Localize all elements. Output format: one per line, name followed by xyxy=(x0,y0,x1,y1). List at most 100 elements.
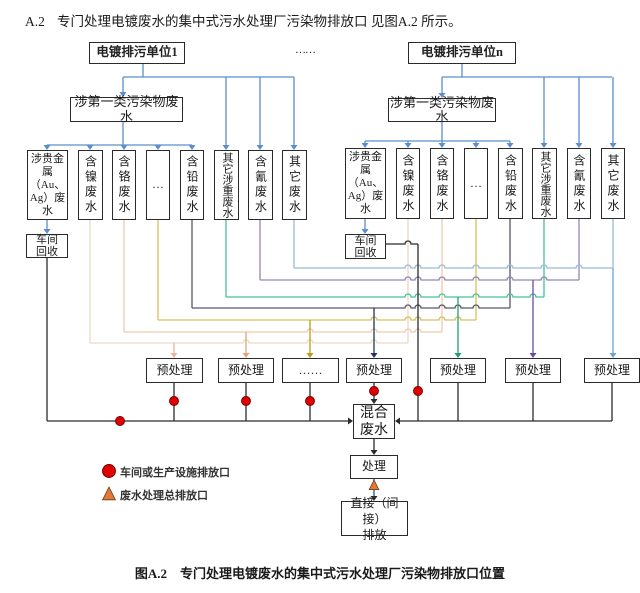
stream-to-pretreatment-lead-arrowhead xyxy=(370,353,378,358)
pretreatment-box-nickel: 预处理 xyxy=(146,358,203,383)
legend-label-workshop-outlet: 车间或生产设施排放口 xyxy=(120,467,230,479)
total-outlet-marker xyxy=(368,479,380,491)
stream-label-lead: 含铅废水 xyxy=(503,153,518,214)
stream-label-more: … xyxy=(470,175,482,190)
distribution-arrow-arrowhead xyxy=(404,143,412,148)
stream-box-nickel-right: 含镍废水 xyxy=(396,148,420,219)
stream-line-nickel-collector xyxy=(90,339,408,344)
stream-label-other-heavy: 其它涉重废水 xyxy=(539,150,551,217)
label-line: 属 xyxy=(41,165,53,178)
feed-to-category-arrowhead xyxy=(119,92,127,97)
unit-1-label: 电镀排污单位1 xyxy=(96,45,178,60)
stream-label-chromium: 含铬废水 xyxy=(117,155,131,215)
stream-box-cyanide-left: 含氰废水 xyxy=(248,150,273,220)
stream-line-other-heavy-collector xyxy=(226,293,544,298)
stream-to-pretreatment-cyanide-arrowhead xyxy=(529,353,537,358)
workshop-outlet-marker xyxy=(241,396,251,406)
pretreatment-label: 预处理 xyxy=(156,362,193,377)
stream-box-other-heavy-right: 其它涉重废水 xyxy=(532,148,557,219)
treatment-label: 处理 xyxy=(361,459,386,474)
stream-to-pretreatment-nickel-arrowhead xyxy=(170,353,178,358)
label-line: Ag）废 xyxy=(347,190,384,202)
stream-label-precious: 涉贵金 属 （Au、 Ag）废 水 xyxy=(30,153,65,218)
label-line: 直接（间接） xyxy=(350,495,399,526)
distribution-arrow-arrowhead xyxy=(361,143,369,148)
precious-to-recovery-arrowhead xyxy=(361,229,369,234)
distribution-arrow-arrowhead xyxy=(188,145,196,150)
stream-label-other-heavy: 其它涉重废水 xyxy=(221,152,233,218)
distribution-arrow-arrowhead xyxy=(86,145,94,150)
pretreatment-lead-outlet-arrowhead xyxy=(370,399,378,404)
mixed-wastewater-box: 混合 废水 xyxy=(353,404,395,439)
label-line: 回收 xyxy=(354,246,377,259)
stream-to-pretreatment-more-arrowhead xyxy=(306,353,314,358)
label-line: 水 xyxy=(359,203,371,215)
category-box-right: 涉第一类污染物废水 xyxy=(388,95,496,124)
stream-box-other-heavy-left: 其它涉重废水 xyxy=(214,150,239,220)
category-box-left: 涉第一类污染物废水 xyxy=(70,94,183,124)
label-line: （Au、 xyxy=(347,177,384,189)
stream-box-lead-right: 含铅废水 xyxy=(498,148,523,219)
distribution-arrow-arrowhead xyxy=(438,143,446,148)
pretreatment-box-other: 预处理 xyxy=(584,358,640,383)
pretreatment-label: 预处理 xyxy=(227,362,264,377)
label-line: 车间 xyxy=(36,234,58,246)
stream-to-pretreatment-other-arrowhead xyxy=(609,353,617,358)
stream-to-pretreatment-chromium-arrowhead xyxy=(242,353,250,358)
stream-line-lead-collector xyxy=(192,304,510,309)
stream-label-cyanide: 含氰废水 xyxy=(572,153,586,214)
feed-to-stream-arrowhead xyxy=(256,145,264,150)
discharge-box: 直接（间接） 排放 xyxy=(341,496,408,542)
stream-to-pretreatment-other-heavy-arrowhead xyxy=(454,353,462,358)
legend-label-total-outlet: 废水处理总排放口 xyxy=(120,490,208,502)
label-line: 水 xyxy=(41,204,53,217)
workshop-outlet-marker xyxy=(369,386,379,396)
label-line: 车间 xyxy=(354,234,377,247)
pretreatment-box-cyanide: 预处理 xyxy=(505,358,561,383)
feed-to-stream-arrowhead xyxy=(222,145,230,150)
distribution-arrow-arrowhead xyxy=(472,143,480,148)
treatment-to-discharge-arrowhead xyxy=(370,496,378,501)
stream-box-chromium-right: 含铬废水 xyxy=(430,148,454,219)
distribution-arrow-arrowhead xyxy=(154,145,162,150)
stream-line-chromium-collector xyxy=(124,328,442,333)
stream-label-more: … xyxy=(152,177,164,192)
unit-1-box: 电镀排污单位1 xyxy=(89,42,185,64)
feed-to-stream-arrowhead xyxy=(290,145,298,150)
feed-to-stream-arrowhead xyxy=(540,143,548,148)
stream-label-chromium: 含铬废水 xyxy=(435,153,449,214)
label-line: Ag）废 xyxy=(29,191,66,204)
pretreatment-box-other-heavy: 预处理 xyxy=(430,358,486,383)
stream-label-nickel: 含镍废水 xyxy=(83,155,98,215)
stream-line-more-collector xyxy=(158,316,476,321)
section-text: 专门处理电镀废水的集中式污水处理厂污染物排放口 见图A.2 所示。 xyxy=(57,14,462,29)
label-line: （Au、 xyxy=(29,178,66,191)
stream-box-lead-left: 含铅废水 xyxy=(180,150,204,220)
units-ellipsis: …… xyxy=(295,44,316,56)
label-line: 排放 xyxy=(362,527,387,542)
stream-box-nickel-left: 含镍废水 xyxy=(78,150,103,220)
stream-box-precious-left: 涉贵金 属 （Au、 Ag）废 水 xyxy=(27,150,68,220)
pretreatment-box-more: …… xyxy=(282,358,339,383)
feed-to-stream-arrowhead xyxy=(575,143,583,148)
unit-n-box: 电镀排污单位n xyxy=(408,42,516,64)
stream-box-cyanide-right: 含氰废水 xyxy=(567,148,591,219)
workshop-outlet-marker xyxy=(305,396,315,406)
orange-triangle-icon xyxy=(101,486,117,501)
stream-label-precious: 涉贵金 属 （Au、 Ag）废 水 xyxy=(348,151,383,216)
stream-box-chromium-left: 含铬废水 xyxy=(112,150,136,220)
stream-box-more-left: … xyxy=(146,150,170,220)
workshop-outlet-marker xyxy=(413,386,423,396)
stream-box-other-right: 其它废水 xyxy=(601,148,625,219)
workshop-outlet-marker xyxy=(169,396,179,406)
precious-to-recovery-arrowhead xyxy=(43,229,51,234)
recovery-box-right: 车间 回收 xyxy=(345,234,386,259)
unit-n-label: 电镀排污单位n xyxy=(421,45,503,60)
label-line: 涉贵金 xyxy=(348,151,382,163)
category-label: 涉第一类污染物废水 xyxy=(74,94,179,124)
stream-box-other-left: 其它废水 xyxy=(282,150,307,220)
stream-label-other: 其它废水 xyxy=(606,153,620,214)
